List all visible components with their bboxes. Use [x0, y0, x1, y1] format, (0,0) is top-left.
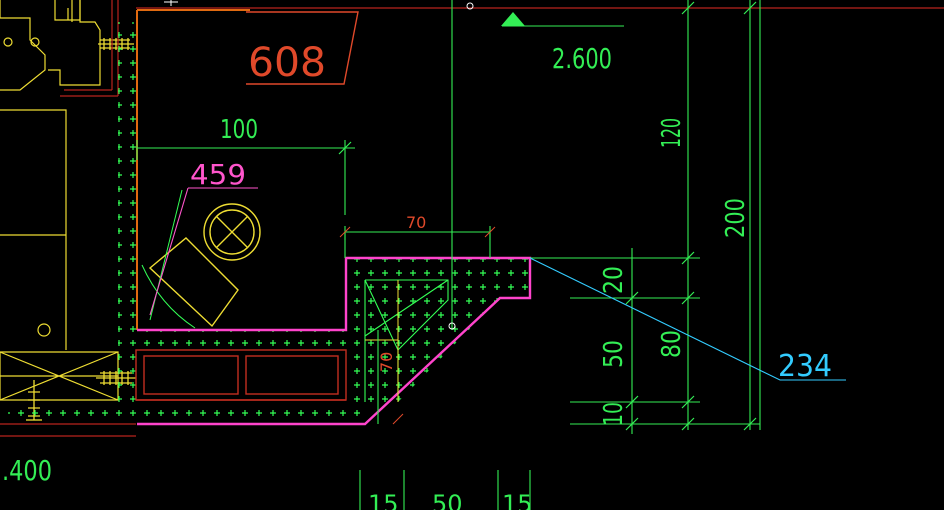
- door-swing: [141, 189, 196, 329]
- tag-459: 459: [190, 158, 246, 191]
- fan-symbol: [148, 203, 261, 328]
- left-wall-detail: [0, 0, 119, 401]
- dim-70-top: 70: [406, 213, 426, 232]
- dim-15-left: 15: [368, 490, 399, 510]
- tag-234-leader: [529, 257, 846, 381]
- dim-50-side: 50: [599, 340, 629, 368]
- dim-100: 100: [220, 115, 258, 145]
- hollow-block: [135, 349, 347, 401]
- white-markers: [164, 0, 474, 330]
- dim-10: 10: [599, 402, 629, 426]
- dim-120: 120: [657, 118, 687, 148]
- elevation-top-label: 2.600: [552, 42, 612, 75]
- dim-50-bottom: 50: [432, 490, 463, 510]
- dim-20: 20: [599, 266, 629, 294]
- elevation-marker-icon: [501, 12, 525, 26]
- floor-hatch: [8, 402, 368, 422]
- dim-80: 80: [657, 330, 687, 358]
- dim-70-side: 70: [377, 352, 396, 372]
- tag-234: 234: [778, 349, 832, 384]
- room-number: 608: [248, 40, 326, 86]
- wall-hatch-left: [118, 22, 136, 402]
- dim-200: 200: [721, 198, 751, 238]
- dim-15-right: 15: [502, 490, 533, 510]
- slab-hatch: [136, 330, 346, 350]
- elevation-bottom-label: .400: [2, 454, 52, 487]
- tick-marks: [338, 1, 757, 431]
- dimension-lines: [136, 0, 761, 510]
- orange-wall-line: [136, 9, 250, 330]
- section-outline: [137, 256, 532, 426]
- tag-459-leader: [149, 187, 258, 316]
- section-hatch: [346, 258, 530, 402]
- red-dimension-ticks: [339, 226, 496, 425]
- section-inner-yellow: [365, 280, 399, 402]
- room-tag-frame: [246, 11, 359, 85]
